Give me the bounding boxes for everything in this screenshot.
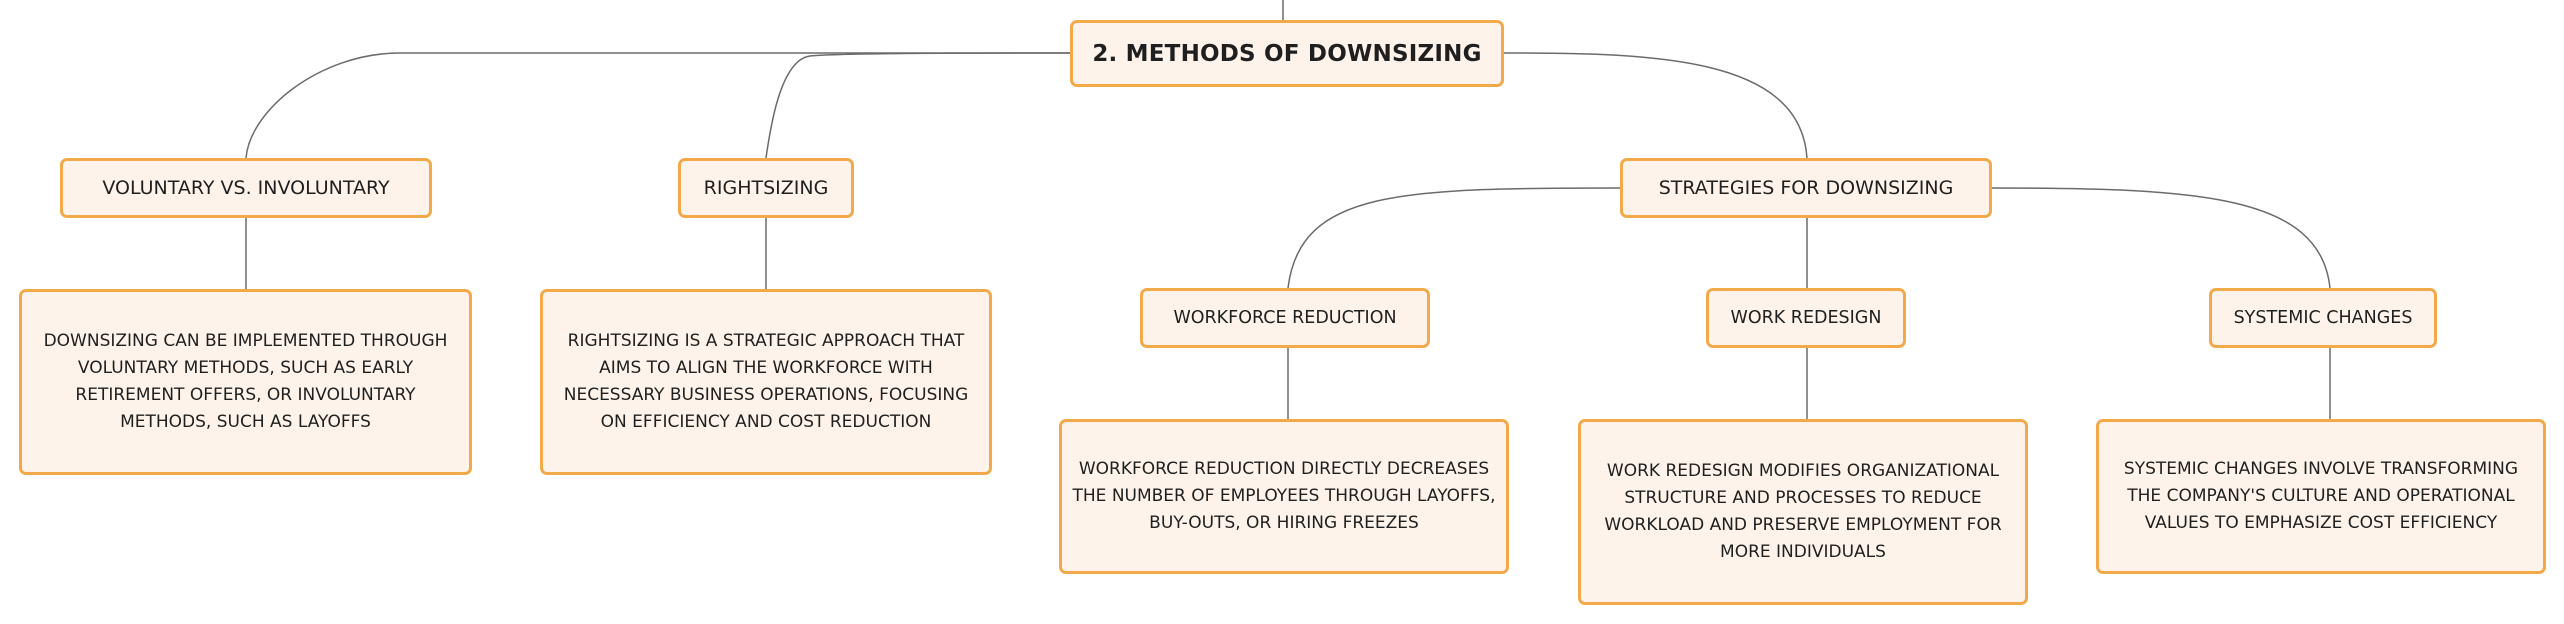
rightsizing-description-node[interactable]: RIGHTSIZING IS A STRATEGIC APPROACH THAT… (540, 289, 992, 475)
connector-strategies-workforce (1287, 187, 1621, 289)
voluntary-node[interactable]: VOLUNTARY VS. INVOLUNTARY (60, 158, 432, 218)
work-redesign-description: WORK REDESIGN MODIFIES ORGANIZATIONAL ST… (1604, 461, 2002, 562)
strategies-label: STRATEGIES FOR DOWNSIZING (1658, 177, 1954, 199)
workforce-reduction-label: WORKFORCE REDUCTION (1173, 308, 1397, 328)
rightsizing-label: RIGHTSIZING (703, 177, 829, 199)
systemic-changes-label: SYSTEMIC CHANGES (2233, 308, 2413, 328)
systemic-changes-description: SYSTEMIC CHANGES INVOLVE TRANSFORMING TH… (2123, 459, 2519, 533)
connector-root-rightsizing (765, 52, 1071, 159)
systemic-changes-node[interactable]: SYSTEMIC CHANGES (2209, 288, 2437, 348)
rightsizing-node[interactable]: RIGHTSIZING (678, 158, 854, 218)
rightsizing-description: RIGHTSIZING IS A STRATEGIC APPROACH THAT… (563, 331, 969, 432)
connector-strategies-systemic (1989, 187, 2331, 289)
voluntary-description-node[interactable]: DOWNSIZING CAN BE IMPLEMENTED THROUGH VO… (19, 289, 472, 475)
connector-root-voluntary (245, 52, 1070, 159)
voluntary-description: DOWNSIZING CAN BE IMPLEMENTED THROUGH VO… (43, 331, 448, 432)
voluntary-label: VOLUNTARY VS. INVOLUNTARY (102, 177, 390, 199)
root-node[interactable]: 2. METHODS OF DOWNSIZING (1070, 20, 1504, 87)
workforce-reduction-description: WORKFORCE REDUCTION DIRECTLY DECREASES T… (1072, 459, 1496, 533)
workforce-reduction-description-node[interactable]: WORKFORCE REDUCTION DIRECTLY DECREASES T… (1059, 419, 1509, 574)
strategies-node[interactable]: STRATEGIES FOR DOWNSIZING (1620, 158, 1992, 218)
work-redesign-description-node[interactable]: WORK REDESIGN MODIFIES ORGANIZATIONAL ST… (1578, 419, 2028, 605)
connector-root-strategies (1499, 52, 1808, 159)
root-label: 2. METHODS OF DOWNSIZING (1092, 40, 1482, 67)
work-redesign-label: WORK REDESIGN (1730, 308, 1882, 328)
work-redesign-node[interactable]: WORK REDESIGN (1706, 288, 1906, 348)
workforce-reduction-node[interactable]: WORKFORCE REDUCTION (1140, 288, 1430, 348)
systemic-changes-description-node[interactable]: SYSTEMIC CHANGES INVOLVE TRANSFORMING TH… (2096, 419, 2546, 574)
